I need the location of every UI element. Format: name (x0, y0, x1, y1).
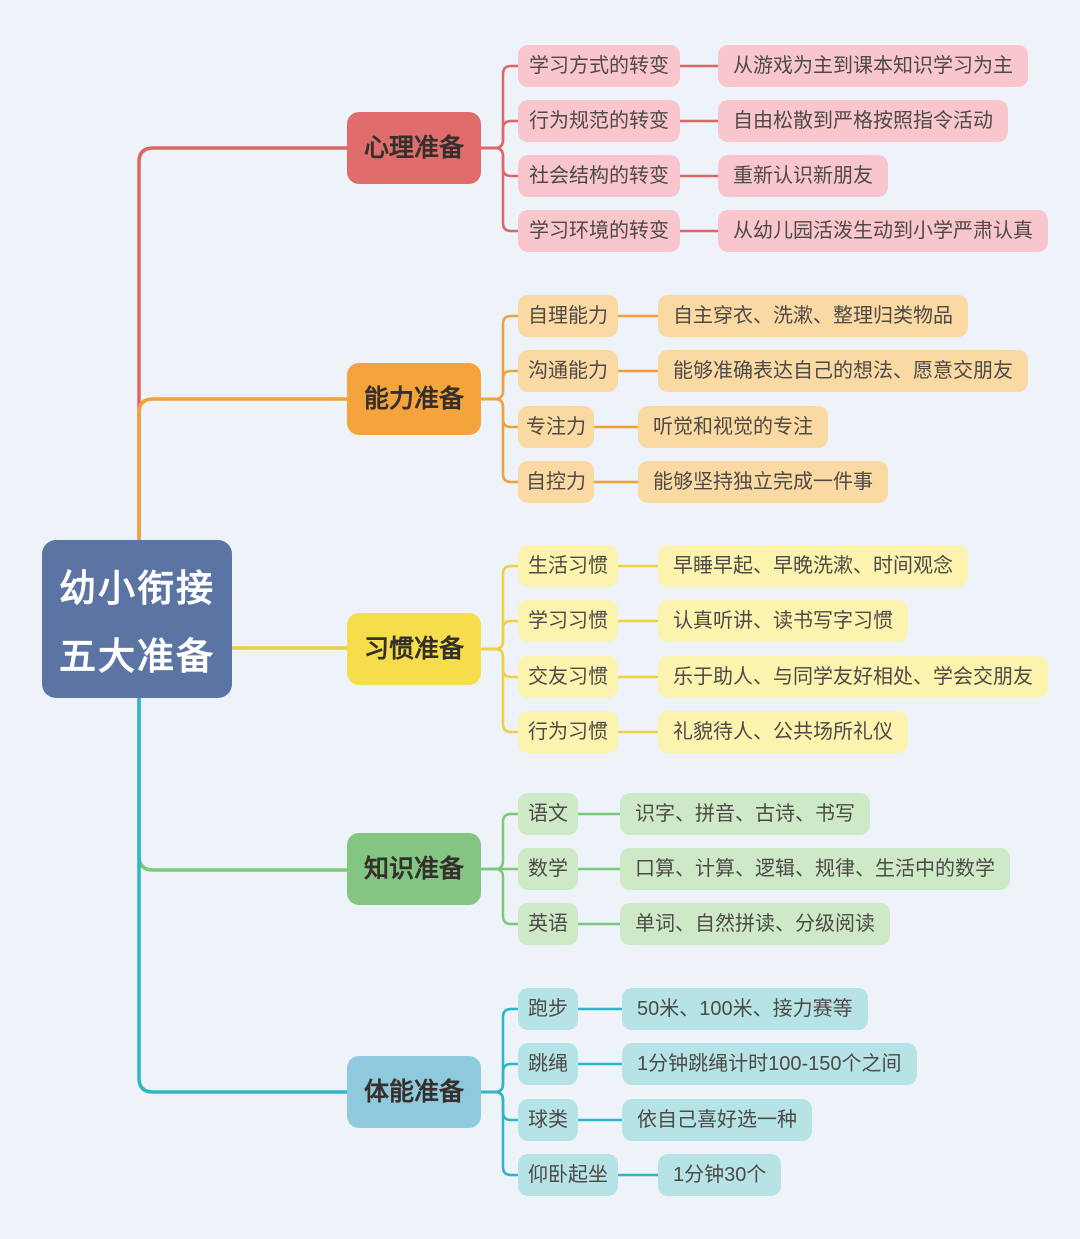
wire-trunk-knowledge (137, 698, 347, 872)
central-topic-line1: 幼小衔接 (59, 568, 215, 609)
wire-fan (481, 1007, 518, 1094)
wire-trunk-ability (137, 397, 347, 540)
wire-fan (481, 397, 518, 429)
branch-psychological-preparation[interactable]: 心理准备 (347, 112, 481, 184)
detail-note[interactable]: 认真听讲、读书写字习惯 (658, 600, 908, 642)
detail-note[interactable]: 单词、自然拼读、分级阅读 (620, 903, 890, 945)
detail-note[interactable]: 能够坚持独立完成一件事 (638, 461, 888, 503)
subtopic[interactable]: 球类 (518, 1099, 578, 1141)
branch-ability-preparation[interactable]: 能力准备 (347, 363, 481, 435)
detail-note[interactable]: 从游戏为主到课本知识学习为主 (718, 45, 1028, 87)
detail-note[interactable]: 1分钟30个 (658, 1154, 782, 1196)
subtopic[interactable]: 仰卧起坐 (518, 1154, 618, 1196)
wire-fan (481, 119, 518, 150)
detail-note[interactable]: 能够准确表达自己的想法、愿意交朋友 (658, 350, 1028, 392)
detail-note[interactable]: 50米、100米、接力赛等 (622, 988, 868, 1030)
wire-fan (481, 867, 518, 926)
wire-fan (481, 1062, 518, 1094)
wire-fan (481, 812, 518, 871)
wire-trunk-physical (137, 698, 347, 1094)
detail-note[interactable]: 1分钟跳绳计时100-150个之间 (622, 1043, 917, 1085)
detail-note[interactable]: 自主穿衣、洗漱、整理归类物品 (658, 295, 968, 337)
central-topic[interactable]: 幼小衔接 五大准备 (42, 540, 232, 698)
wire-fan (481, 1090, 518, 1122)
detail-note[interactable]: 听觉和视觉的专注 (638, 406, 828, 448)
subtopic[interactable]: 学习习惯 (518, 600, 618, 642)
subtopic[interactable]: 社会结构的转变 (518, 155, 680, 197)
detail-note[interactable]: 依自己喜好选一种 (622, 1099, 812, 1141)
detail-note[interactable]: 重新认识新朋友 (718, 155, 888, 197)
subtopic[interactable]: 英语 (518, 903, 578, 945)
detail-note[interactable]: 早睡早起、早晚洗漱、时间观念 (658, 545, 968, 587)
detail-note[interactable]: 口算、计算、逻辑、规律、生活中的数学 (620, 848, 1010, 890)
wire-fan (481, 564, 518, 651)
branch-physical-preparation[interactable]: 体能准备 (347, 1056, 481, 1128)
subtopic[interactable]: 数学 (518, 848, 578, 890)
detail-note[interactable]: 自由松散到严格按照指令活动 (718, 100, 1008, 142)
subtopic[interactable]: 行为规范的转变 (518, 100, 680, 142)
wire-fan (481, 647, 518, 679)
subtopic[interactable]: 生活习惯 (518, 545, 618, 587)
subtopic[interactable]: 语文 (518, 793, 578, 835)
subtopic[interactable]: 交友习惯 (518, 656, 618, 698)
detail-note[interactable]: 礼貌待人、公共场所礼仪 (658, 711, 908, 753)
wire-fan (481, 146, 518, 233)
wire-trunk-psychological (137, 146, 347, 540)
central-topic-line2: 五大准备 (59, 636, 215, 677)
subtopic[interactable]: 跑步 (518, 988, 578, 1030)
branch-habit-preparation[interactable]: 习惯准备 (347, 613, 481, 685)
subtopic[interactable]: 行为习惯 (518, 711, 618, 753)
subtopic[interactable]: 跳绳 (518, 1043, 578, 1085)
wire-fan (481, 314, 518, 401)
subtopic[interactable]: 沟通能力 (518, 350, 618, 392)
branch-knowledge-preparation[interactable]: 知识准备 (347, 833, 481, 905)
detail-note[interactable]: 乐于助人、与同学友好相处、学会交朋友 (658, 656, 1048, 698)
subtopic[interactable]: 自控力 (518, 461, 594, 503)
detail-note[interactable]: 识字、拼音、古诗、书写 (620, 793, 870, 835)
subtopic[interactable]: 自理能力 (518, 295, 618, 337)
wire-fan (481, 619, 518, 651)
wire-fan (481, 1090, 518, 1177)
wire-fan (481, 146, 518, 178)
wire-fan (481, 397, 518, 484)
subtopic[interactable]: 专注力 (518, 406, 594, 448)
wire-fan (481, 647, 518, 734)
detail-note[interactable]: 从幼儿园活泼生动到小学严肃认真 (718, 210, 1048, 252)
wire-fan (481, 369, 518, 401)
subtopic[interactable]: 学习环境的转变 (518, 210, 680, 252)
subtopic[interactable]: 学习方式的转变 (518, 45, 680, 87)
wire-fan (481, 64, 518, 150)
